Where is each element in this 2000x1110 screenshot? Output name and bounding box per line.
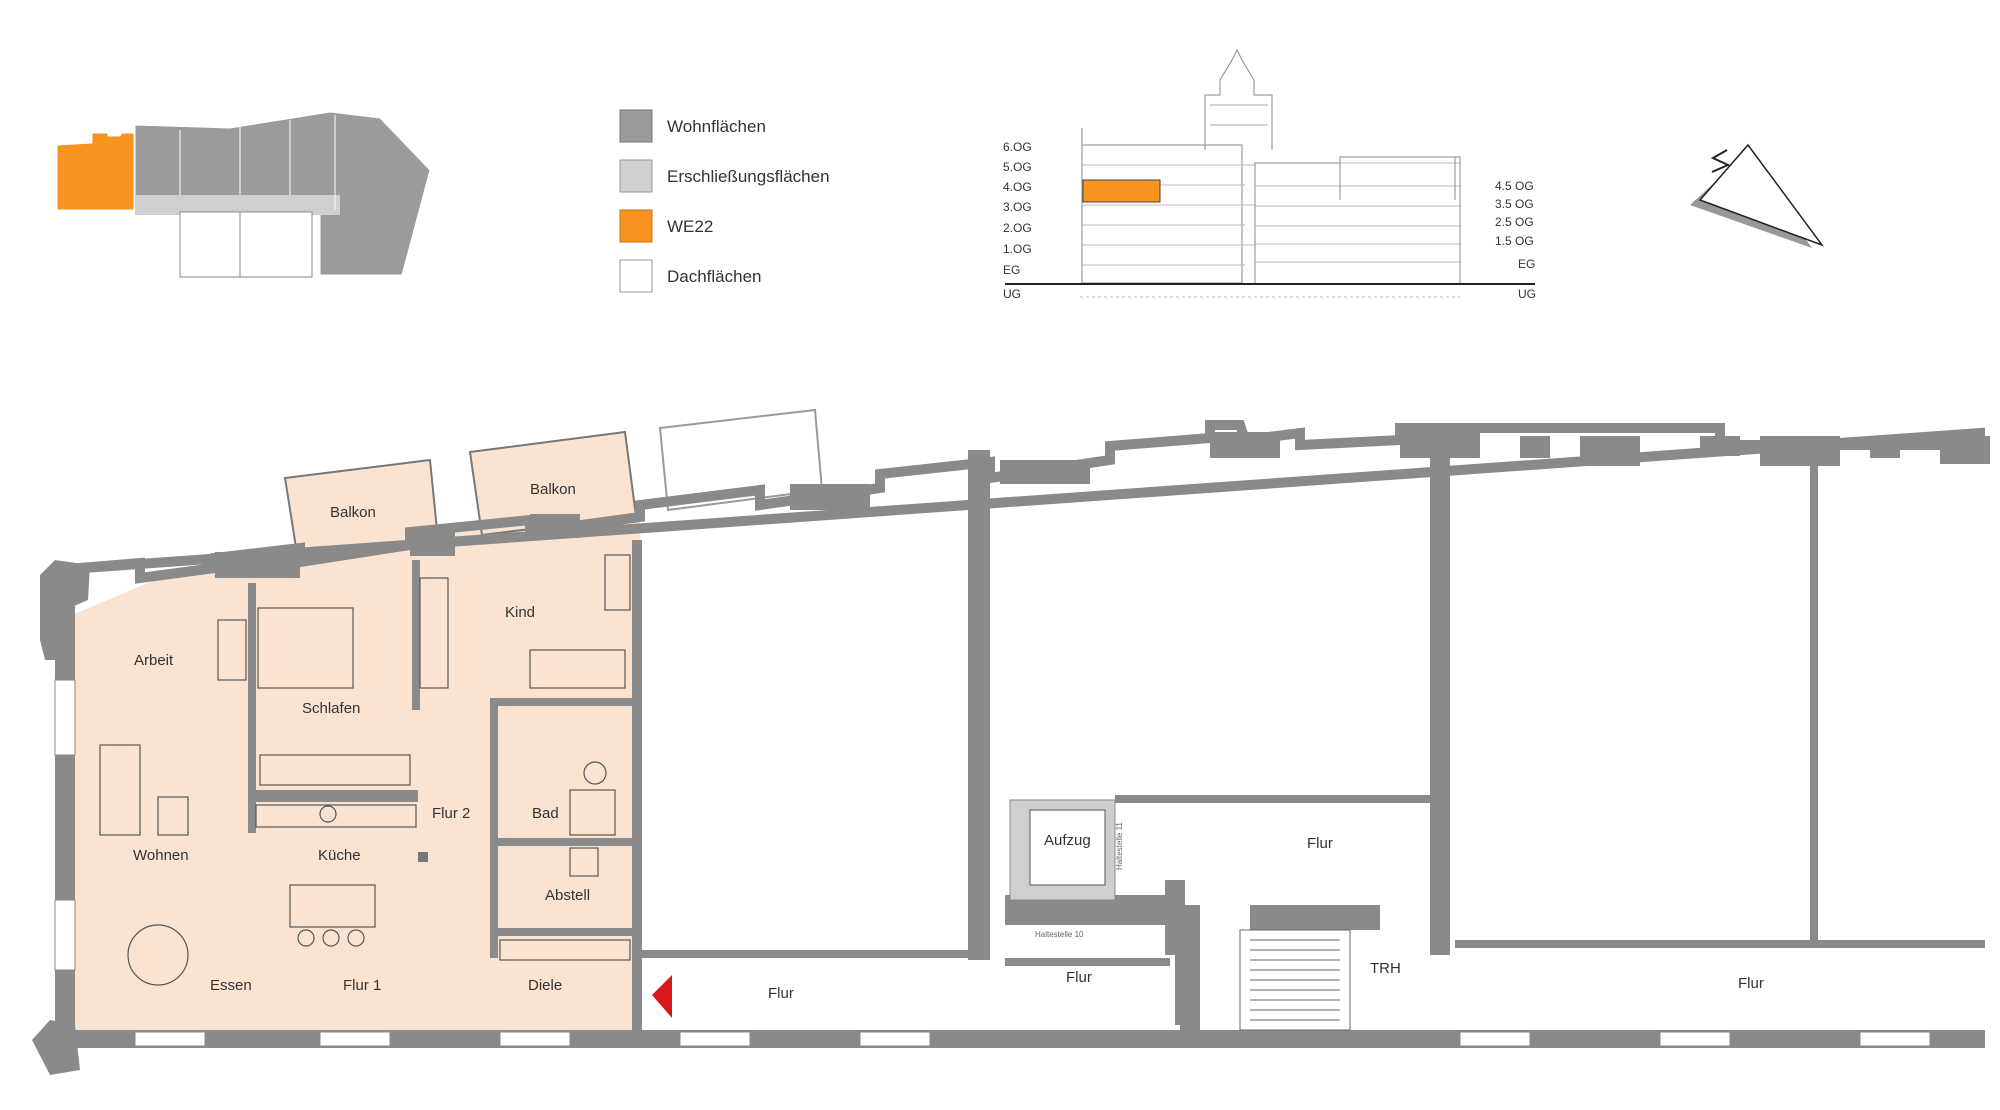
sw-corner-pilaster: [32, 1020, 80, 1075]
section-level-45og: 4.5 OG: [1495, 179, 1534, 193]
staircase: [1239, 929, 1351, 1031]
legend-swatch-wohnflaechen: [619, 109, 653, 143]
apartment-we22-floor: [72, 505, 640, 1030]
floor-plan: Haltestelle 10 Haltestelle 11 Balkon Bal…: [32, 408, 1990, 1075]
section-diagram: 6.OG 5.OG 4.OG 3.OG 2.OG 1.OG EG UG 4.5 …: [1003, 48, 1536, 301]
coffee-table: [157, 796, 189, 836]
section-floor-lines: [1082, 162, 1460, 266]
room-label-essen: Essen: [210, 977, 252, 994]
wardrobe-diele: [499, 939, 631, 961]
section-level-5og: 5.OG: [1003, 160, 1032, 174]
legend-label-dachflaechen: Dachflächen: [667, 267, 762, 286]
kitchen-marker: [418, 852, 428, 862]
wardrobe-kind: [419, 577, 449, 689]
bed-kind: [529, 649, 626, 689]
desk-kind: [604, 554, 631, 611]
legend-swatch-dachflaechen: [619, 259, 653, 293]
room-label-bad: Bad: [532, 805, 559, 822]
haltestelle-11-label: Haltestelle 11: [1115, 822, 1124, 870]
legend-label-erschliessung: Erschließungsflächen: [667, 167, 830, 186]
key-plan-dach-1: [179, 211, 241, 278]
sofa-wohnen: [99, 744, 141, 836]
room-label-flur-c: Flur: [1066, 969, 1092, 986]
section-level-2og: 2.OG: [1003, 221, 1032, 235]
section-level-25og: 2.5 OG: [1495, 215, 1534, 229]
key-plan: [56, 111, 431, 278]
kitchen-counter: [255, 804, 417, 828]
bed-schlafen: [257, 607, 354, 689]
stool-3: [347, 929, 365, 947]
section-level-eg: EG: [1003, 263, 1020, 277]
apartment-furniture: [99, 554, 631, 986]
washer-abstell: [569, 847, 599, 877]
section-level-eg-right: EG: [1518, 257, 1535, 271]
room-label-balkon-2: Balkon: [530, 481, 576, 498]
section-tower-outline: [1204, 48, 1273, 150]
legend: Wohnflächen Erschließungsflächen WE22 Da…: [619, 109, 830, 293]
section-level-35og: 3.5 OG: [1495, 197, 1534, 211]
stool-2: [322, 929, 340, 947]
room-label-trh: TRH: [1370, 960, 1401, 977]
toilet-bad: [583, 761, 607, 785]
haltestelle-10-label: Haltestelle 10: [1035, 930, 1084, 939]
room-label-flur-a: Flur: [768, 985, 794, 1002]
key-plan-erschliessung: [135, 195, 340, 215]
kitchen-island: [289, 884, 376, 928]
west-wall-windows: [54, 679, 76, 971]
stool-1: [297, 929, 315, 947]
dining-table: [127, 924, 189, 986]
key-plan-we22: [56, 132, 135, 211]
sink-kueche: [319, 805, 337, 823]
room-label-flur2: Flur 2: [432, 805, 470, 822]
entrance-triangle-icon: [652, 975, 672, 1018]
section-level-6og: 6.OG: [1003, 140, 1032, 154]
room-label-balkon-1: Balkon: [330, 504, 376, 521]
section-level-3og: 3.OG: [1003, 200, 1032, 214]
room-label-aufzug: Aufzug: [1044, 832, 1091, 849]
room-label-flur-b: Flur: [1307, 835, 1333, 852]
room-label-schlafen: Schlafen: [302, 700, 360, 717]
elevator-cab: [1029, 809, 1106, 886]
section-level-ug-right: UG: [1518, 287, 1536, 301]
section-left-wing: [1081, 144, 1243, 284]
room-label-arbeit: Arbeit: [134, 652, 174, 669]
room-label-flur1: Flur 1: [343, 977, 381, 994]
building-core-walls: [640, 425, 1985, 1030]
section-level-1og: 1.OG: [1003, 242, 1032, 256]
desk-arbeit: [217, 619, 247, 681]
room-label-flur-d: Flur: [1738, 975, 1764, 992]
legend-swatch-erschliessung: [619, 159, 653, 193]
section-level-4og: 4.OG: [1003, 180, 1032, 194]
section-level-ug: UG: [1003, 287, 1021, 301]
wardrobe-schlafen: [259, 754, 411, 786]
section-level-15og: 1.5 OG: [1495, 234, 1534, 248]
key-plan-dach-2: [239, 211, 313, 278]
section-right-wing: [1254, 156, 1461, 283]
room-label-kueche: Küche: [318, 847, 361, 864]
legend-label-we22: WE22: [667, 217, 713, 236]
room-label-diele: Diele: [528, 977, 562, 994]
room-label-wohnen: Wohnen: [133, 847, 189, 864]
apartment-interior-walls: [248, 540, 642, 1030]
south-facade-windows: [134, 1031, 1931, 1047]
legend-label-wohnflaechen: Wohnflächen: [667, 117, 766, 136]
legend-swatch-we22: [619, 209, 653, 243]
room-label-kind: Kind: [505, 604, 535, 621]
north-arrow-icon: [1690, 143, 1825, 248]
room-label-abstell: Abstell: [545, 887, 590, 904]
shower-bad: [569, 789, 616, 836]
section-we22-highlight: [1082, 179, 1161, 203]
facade-pilasters: [40, 428, 1990, 660]
